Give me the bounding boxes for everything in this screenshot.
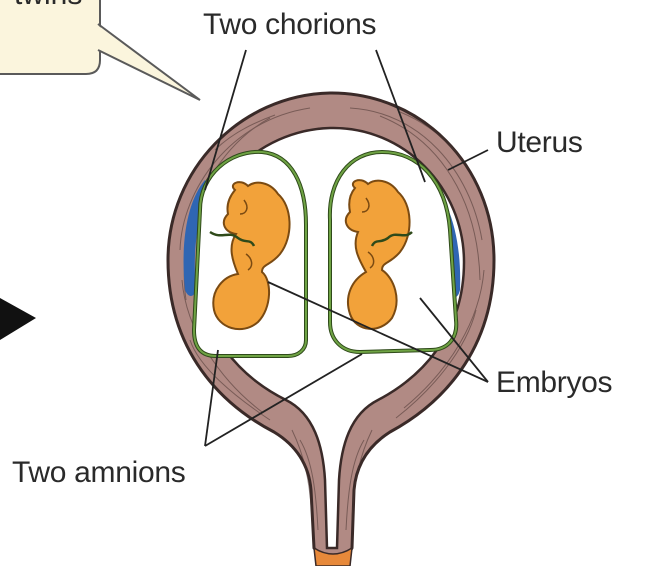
label-embryos: Embryos: [496, 368, 612, 398]
arrow-pointer-icon: [0, 298, 36, 340]
callout-text: twins: [14, 0, 82, 12]
label-two-chorions: Two chorions: [203, 10, 376, 40]
callout-bubble: [0, 0, 200, 100]
label-uterus: Uterus: [496, 128, 583, 158]
label-two-amnions: Two amnions: [12, 458, 185, 488]
